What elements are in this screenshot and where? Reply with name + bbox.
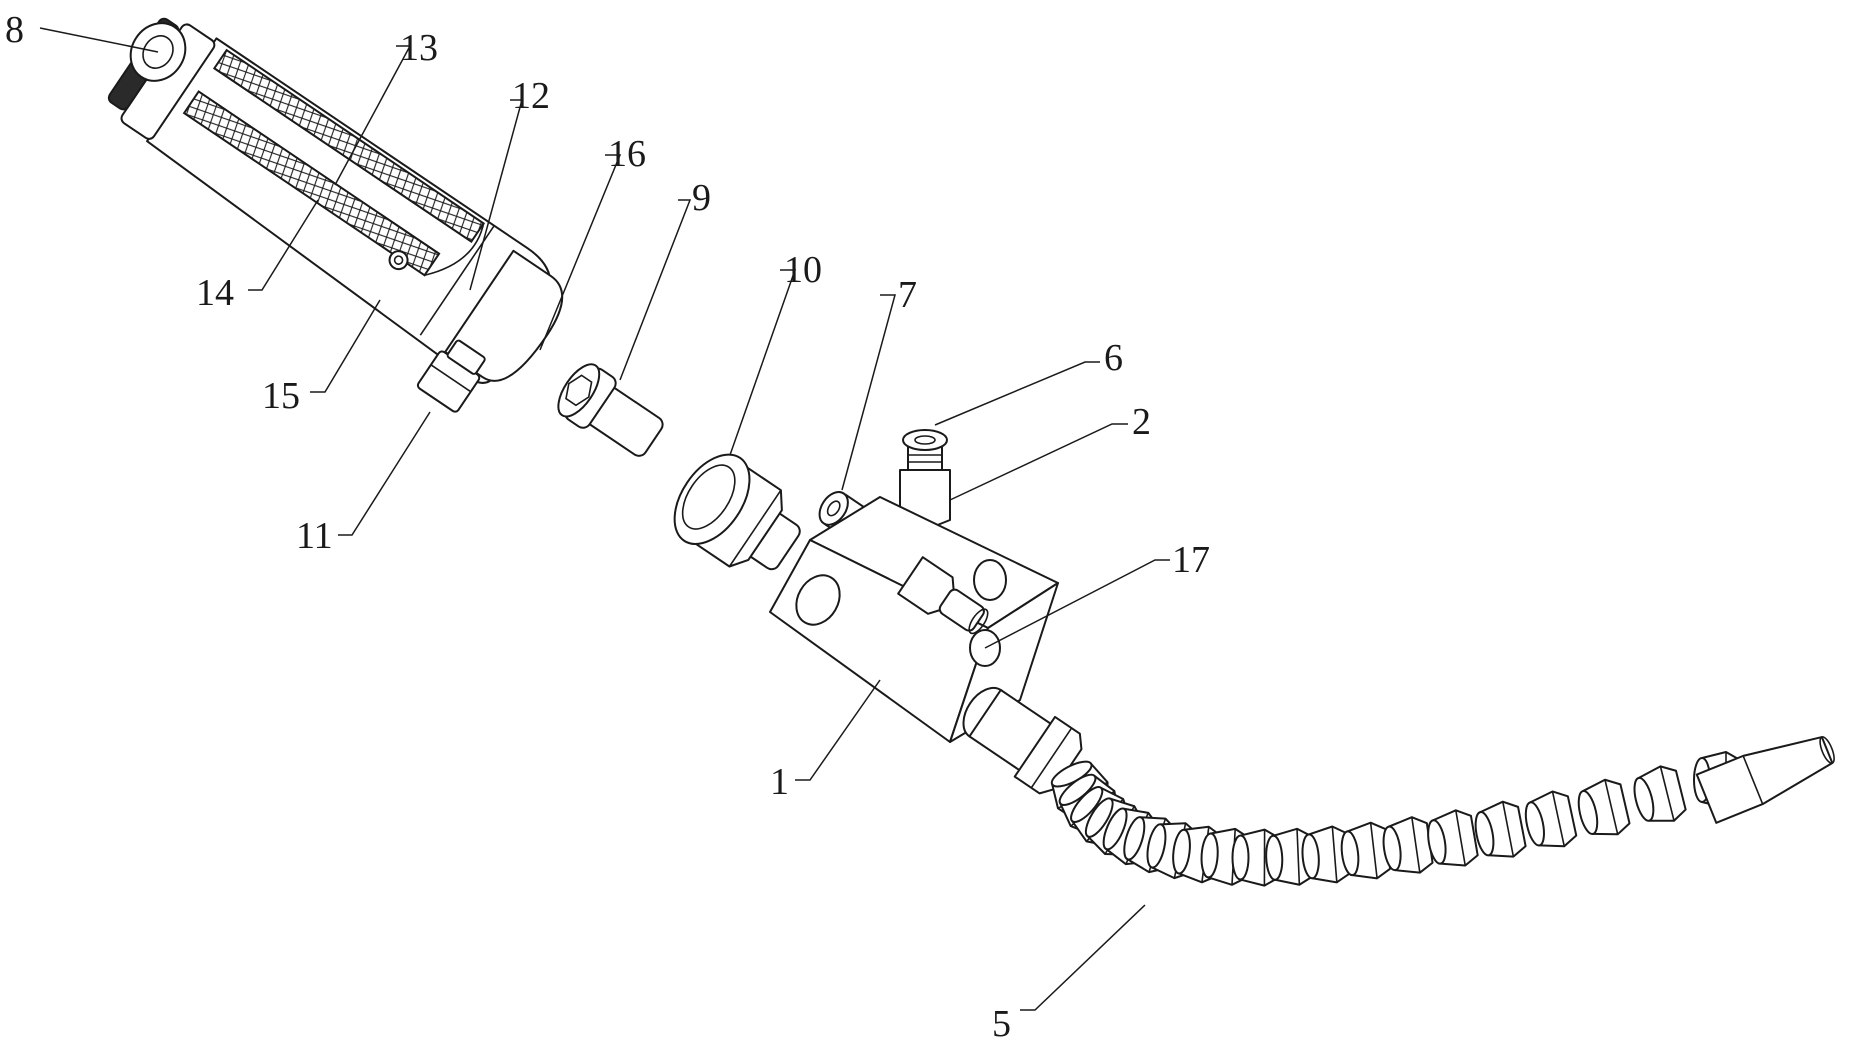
leader-5 — [1020, 904, 1146, 1011]
leader-16 — [539, 154, 622, 351]
small-valve-9 — [557, 363, 664, 457]
label-part-2: 2 — [1132, 401, 1151, 443]
leader-6 — [934, 361, 1100, 426]
hose-segment — [1633, 765, 1687, 822]
leader-8 — [39, 27, 159, 53]
label-part-16: 16 — [608, 133, 646, 175]
label-part-13: 13 — [400, 27, 438, 69]
label-part-12: 12 — [512, 75, 550, 117]
label-part-5: 5 — [992, 1003, 1011, 1045]
leader-10 — [729, 269, 797, 456]
label-part-7: 7 — [898, 274, 917, 316]
leader-13 — [334, 45, 412, 186]
label-part-8: 8 — [5, 9, 24, 51]
flexible-hose — [962, 686, 1835, 887]
side-plug — [416, 339, 486, 413]
large-fitting-10 — [673, 453, 801, 571]
label-part-14: 14 — [196, 272, 234, 314]
label-part-1: 1 — [770, 761, 789, 803]
leader-2 — [949, 423, 1128, 501]
leader-11 — [338, 411, 431, 536]
hose-segment — [1301, 825, 1352, 884]
label-part-10: 10 — [784, 249, 822, 291]
label-part-6: 6 — [1104, 337, 1123, 379]
handle-assembly — [107, 17, 564, 413]
leader-9 — [619, 199, 692, 381]
leader-lines — [39, 27, 1170, 1011]
label-part-15: 15 — [262, 375, 300, 417]
part-labels: 8 13 12 16 9 10 7 6 2 17 14 15 11 1 5 — [5, 9, 1210, 1045]
hose-segment — [1524, 790, 1578, 848]
leader-1 — [795, 679, 881, 781]
hose-segment — [1474, 800, 1527, 858]
leader-15 — [310, 299, 381, 393]
label-part-17: 17 — [1172, 539, 1210, 581]
leader-7 — [841, 294, 896, 491]
label-part-9: 9 — [692, 177, 711, 219]
leader-14 — [248, 199, 319, 291]
hose-segment — [1382, 816, 1434, 874]
leader-17 — [984, 559, 1170, 649]
label-part-11: 11 — [296, 515, 333, 557]
leader-12 — [469, 99, 523, 291]
hose-segment — [1427, 809, 1479, 867]
hose-segment — [1577, 778, 1631, 836]
hose-segment — [1340, 821, 1392, 880]
set-screw-hole — [388, 250, 409, 271]
